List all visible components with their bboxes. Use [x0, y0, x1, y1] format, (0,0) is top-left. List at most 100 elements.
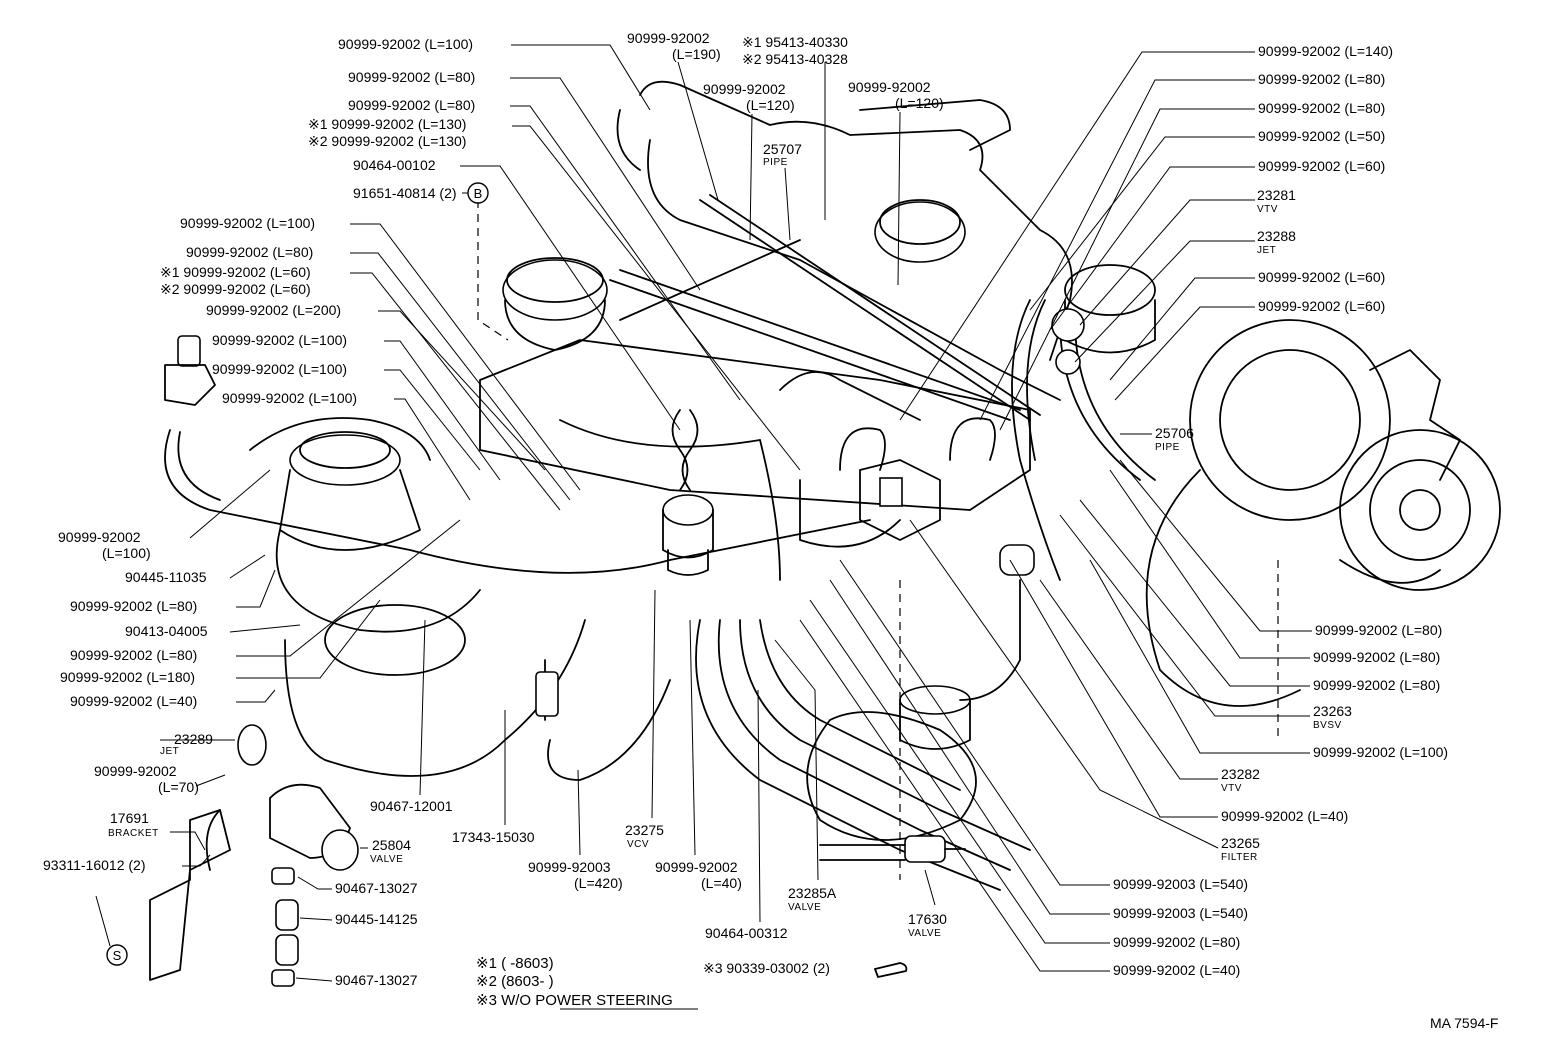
svg-text:※2 95413-40328: ※2 95413-40328	[742, 51, 848, 67]
callout-c32: 17343-15030	[452, 710, 535, 845]
callout-c18: 90999-92002 (L=80)	[70, 569, 276, 614]
svg-text:※1 ( -8603): ※1 ( -8603)	[476, 955, 554, 972]
callout-c01: 90999-92002 (L=100)	[338, 36, 651, 111]
callout-c65: 90999-92003 (L=540)	[829, 579, 1248, 921]
svg-text:91651-40814 (2): 91651-40814 (2)	[353, 185, 457, 201]
callout-c49: 90999-92002 (L=50)	[1029, 128, 1385, 311]
svg-text:90467-13027: 90467-13027	[335, 972, 418, 988]
svg-text:VTV: VTV	[1257, 204, 1278, 215]
svg-text:※3 90339-03002 (2): ※3 90339-03002 (2)	[703, 960, 830, 976]
callout-c20: 90999-92002 (L=80)	[70, 519, 461, 663]
svg-text:(L=120): (L=120)	[746, 97, 795, 113]
svg-text:90999-92002: 90999-92002	[655, 859, 738, 875]
svg-text:90999-92002 (L=40): 90999-92002 (L=40)	[1113, 962, 1240, 978]
svg-text:90999-92002 (L=100): 90999-92002 (L=100)	[212, 332, 347, 348]
svg-text:VALVE: VALVE	[370, 854, 403, 865]
callout-c02: 90999-92002 (L=80)	[348, 69, 701, 291]
callout-c44: 90999-92002(L=120)	[848, 79, 944, 286]
callout-c21: 90999-92002 (L=180)	[60, 599, 381, 685]
svg-text:PIPE: PIPE	[1155, 442, 1180, 453]
svg-text:90999-92003 (L=540): 90999-92003 (L=540)	[1113, 905, 1248, 921]
svg-text:90999-92002: 90999-92002	[58, 529, 141, 545]
callout-c40: 90999-92002(L=190)	[627, 30, 721, 201]
callout-c54: 90999-92002 (L=60)	[1114, 298, 1385, 401]
callout-c30: 90467-13027	[295, 972, 418, 988]
svg-text:※1 95413-40330: ※1 95413-40330	[742, 34, 848, 50]
callout-c34: 90999-92003(L=420)	[528, 769, 623, 891]
callout-c50: 90999-92002 (L=60)	[1049, 158, 1385, 331]
callout-c12: 90999-92002 (L=200)	[206, 302, 546, 471]
callout-c22: 90999-92002 (L=40)	[70, 689, 276, 709]
callout-c31: 90467-12001	[370, 619, 453, 814]
svg-text:90999-92002 (L=80): 90999-92002 (L=80)	[70, 647, 197, 663]
svg-text:90999-92002: 90999-92002	[703, 81, 786, 97]
callout-c26: 93311-16012 (2)	[43, 854, 211, 873]
footnotes: ※1 ( -8603) ※2 (8603- ) ※3 W/O POWER STE…	[476, 955, 698, 1010]
callout-c48: 90999-92002 (L=80)	[999, 100, 1385, 431]
svg-text:17630: 17630	[908, 911, 947, 927]
svg-text:90999-92002 (L=80): 90999-92002 (L=80)	[1313, 677, 1440, 693]
svg-text:90445-11035: 90445-11035	[125, 569, 207, 585]
svg-text:23289: 23289	[174, 731, 213, 747]
callout-c67: 90999-92002 (L=40)	[799, 619, 1240, 978]
callout-c15: 90999-92002 (L=100)	[222, 390, 471, 501]
callout-c14: 90999-92002 (L=100)	[212, 361, 481, 471]
svg-text:※2 90999-92002 (L=60): ※2 90999-92002 (L=60)	[160, 281, 311, 297]
svg-text:90999-92002 (L=60): 90999-92002 (L=60)	[1258, 298, 1385, 314]
svg-text:90999-92002 (L=80): 90999-92002 (L=80)	[70, 598, 197, 614]
engine-artwork	[149, 80, 1501, 987]
callout-c56: 90999-92002 (L=80)	[1119, 459, 1442, 638]
svg-text:VALVE: VALVE	[788, 902, 821, 913]
svg-text:(L=190): (L=190)	[672, 46, 721, 62]
svg-text:90464-00312: 90464-00312	[705, 925, 788, 941]
svg-text:90999-92002 (L=80): 90999-92002 (L=80)	[1315, 622, 1442, 638]
callout-c10: ※1 90999-92002 (L=60)	[160, 264, 561, 511]
callout-c04: ※1 90999-92002 (L=130)	[308, 116, 801, 471]
svg-text:23275: 23275	[625, 822, 664, 838]
svg-text:90999-92002 (L=80): 90999-92002 (L=80)	[186, 244, 313, 260]
svg-text:90999-92002 (L=40): 90999-92002 (L=40)	[70, 693, 197, 709]
svg-text:90999-92002 (L=50): 90999-92002 (L=50)	[1258, 128, 1385, 144]
svg-text:VTV: VTV	[1221, 783, 1242, 794]
svg-text:23265: 23265	[1221, 835, 1260, 851]
callout-c42: ※2 95413-40328	[742, 51, 848, 67]
callout-c62: 90999-92002 (L=40)	[1009, 559, 1348, 824]
callout-c24: 90999-92002(L=70)	[94, 763, 226, 795]
svg-text:90999-92002: 90999-92002	[848, 79, 931, 95]
callout-c43: 90999-92002(L=120)	[703, 81, 795, 241]
callout-c11: ※2 90999-92002 (L=60)	[160, 281, 311, 297]
svg-text:JET: JET	[1257, 245, 1276, 256]
svg-text:(L=70): (L=70)	[158, 779, 199, 795]
marker-b: B	[462, 182, 489, 204]
svg-text:※3 W/O POWER STEERING: ※3 W/O POWER STEERING	[476, 992, 673, 1009]
callout-c53: 90999-92002 (L=60)	[1109, 269, 1385, 381]
svg-text:VALVE: VALVE	[908, 928, 941, 939]
svg-text:90999-92003: 90999-92003	[528, 859, 611, 875]
svg-text:※2 (8603- ): ※2 (8603- )	[476, 973, 554, 990]
svg-text:90999-92002 (L=80): 90999-92002 (L=80)	[348, 97, 475, 113]
svg-text:90999-92002 (L=40): 90999-92002 (L=40)	[1221, 808, 1348, 824]
svg-text:25707: 25707	[763, 141, 802, 157]
svg-text:23288: 23288	[1257, 228, 1296, 244]
callout-c58: 90999-92002 (L=80)	[1079, 499, 1440, 693]
svg-text:※1 90999-92002 (L=60): ※1 90999-92002 (L=60)	[160, 264, 311, 280]
callout-c47: 90999-92002 (L=80)	[979, 71, 1385, 421]
callout-c08: 90999-92002 (L=100)	[180, 215, 581, 491]
svg-text:90999-92002: 90999-92002	[627, 30, 710, 46]
callout-c66: 90999-92002 (L=80)	[809, 599, 1240, 950]
svg-text:90999-92002 (L=100): 90999-92002 (L=100)	[222, 390, 357, 406]
callout-c13: 90999-92002 (L=100)	[212, 332, 501, 481]
svg-text:MA 7594-F: MA 7594-F	[1430, 1015, 1498, 1031]
svg-text:23282: 23282	[1221, 766, 1260, 782]
callout-c19: 90413-04005	[125, 623, 301, 639]
callout-c37: 90464-00312	[705, 689, 788, 941]
callout-c06: 90464-00102	[353, 157, 681, 431]
svg-text:PIPE: PIPE	[763, 157, 788, 168]
svg-text:90999-92002 (L=200): 90999-92002 (L=200)	[206, 302, 341, 318]
